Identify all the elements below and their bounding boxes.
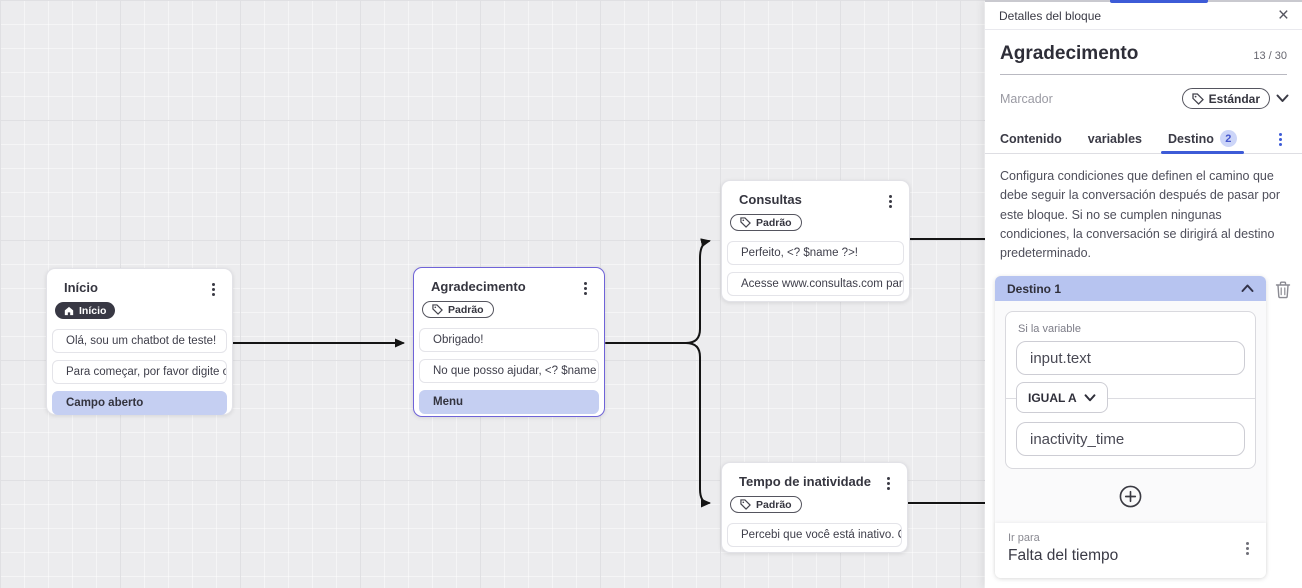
tab-variables[interactable]: variables xyxy=(1087,131,1143,146)
tag-icon xyxy=(740,499,751,510)
node-type-badge: Padrão xyxy=(730,214,802,231)
active-tab-indicator-fragment xyxy=(1110,0,1208,3)
flow-node-tempo-de-inatividade[interactable]: Tempo de inatividade Padrão Percebi que … xyxy=(721,462,908,553)
add-condition-button[interactable] xyxy=(1119,485,1142,513)
chevron-up-icon[interactable] xyxy=(1241,284,1254,293)
tag-icon xyxy=(1191,92,1204,105)
char-counter: 13 / 30 xyxy=(1253,50,1287,62)
node-menu-icon[interactable] xyxy=(881,475,895,491)
chevron-down-icon xyxy=(1084,394,1096,401)
goto-menu-icon[interactable] xyxy=(1240,540,1254,556)
marker-value: Estándar xyxy=(1208,91,1260,106)
goto-section: Ir para Falta del tiempo xyxy=(995,523,1266,579)
node-type-badge: Padrão xyxy=(730,496,802,513)
node-title: Tempo de inatividade xyxy=(739,474,871,489)
marker-value-pill[interactable]: Estándar xyxy=(1181,88,1270,109)
chevron-down-icon[interactable] xyxy=(1276,94,1289,103)
destination-group: Destino 1 Si la variable IGUAL A xyxy=(995,276,1266,579)
tag-icon xyxy=(740,217,751,228)
destination-header[interactable]: Destino 1 xyxy=(995,276,1266,302)
badge-label: Início xyxy=(79,304,107,317)
node-menu-icon[interactable] xyxy=(883,193,897,209)
plus-circle-icon xyxy=(1119,485,1142,508)
node-message[interactable]: Percebi que você está inativo. C... xyxy=(727,523,902,547)
panel-top-strip xyxy=(985,0,1302,3)
home-icon xyxy=(64,306,74,315)
node-title: Início xyxy=(64,280,98,295)
node-message[interactable]: Perfeito, <? $name ?>! xyxy=(727,241,904,265)
tag-icon xyxy=(432,304,443,315)
flow-node-consultas[interactable]: Consultas Padrão Perfeito, <? $name ?>! … xyxy=(721,180,910,302)
node-menu-icon[interactable] xyxy=(578,280,592,296)
node-action-item[interactable]: Campo aberto xyxy=(52,390,227,415)
marker-label: Marcador xyxy=(1000,91,1053,106)
node-menu-icon[interactable] xyxy=(206,281,220,297)
node-message[interactable]: Acesse www.consultas.com par... xyxy=(727,272,904,296)
node-type-badge: Início xyxy=(55,302,116,319)
badge-label: Padrão xyxy=(448,303,484,316)
tab-destino[interactable]: Destino 2 xyxy=(1161,124,1244,154)
goto-label: Ir para xyxy=(1008,532,1040,545)
wire-branch-consultas xyxy=(685,238,711,344)
flow-node-inicio[interactable]: Início Início Olá, sou um chatbot de tes… xyxy=(46,268,233,415)
destino-count-badge: 2 xyxy=(1219,130,1237,147)
goto-value[interactable]: Falta del tiempo xyxy=(1008,547,1119,565)
compare-value-input[interactable] xyxy=(1016,422,1245,457)
node-message[interactable]: Olá, sou um chatbot de teste! xyxy=(52,328,227,353)
condition-card: Si la variable IGUAL A xyxy=(1005,311,1256,470)
tabs-menu-icon[interactable] xyxy=(1273,131,1287,147)
tab-contenido[interactable]: Contenido xyxy=(1000,131,1062,146)
condition-label: Si la variable xyxy=(1018,323,1081,336)
delete-destination-button[interactable] xyxy=(1275,281,1291,304)
close-icon[interactable]: × xyxy=(1277,5,1289,26)
flow-node-agradecimento[interactable]: Agradecimento Padrão Obrigado! No que po… xyxy=(413,267,605,417)
destination-title: Destino 1 xyxy=(1007,281,1062,296)
operator-value: IGUAL A xyxy=(1028,390,1077,405)
node-message[interactable]: No que posso ajudar, <? $name ... xyxy=(419,359,599,383)
destino-description: Configura condiciones que definen el cam… xyxy=(1000,169,1281,260)
node-title: Agradecimento xyxy=(431,279,526,294)
badge-label: Padrão xyxy=(756,498,792,511)
node-title: Consultas xyxy=(739,192,802,207)
wire-branch-tempo xyxy=(685,342,711,508)
block-name-field[interactable]: Agradecimento xyxy=(1000,43,1139,64)
node-message[interactable]: Obrigado! xyxy=(419,328,599,352)
operator-select[interactable]: IGUAL A xyxy=(1016,382,1108,414)
panel-title: Detalles del bloque xyxy=(999,8,1102,23)
node-action-item[interactable]: Menu xyxy=(419,390,599,414)
trash-icon xyxy=(1275,281,1291,299)
variable-input[interactable] xyxy=(1016,341,1245,376)
node-type-badge: Padrão xyxy=(422,301,494,318)
node-message[interactable]: Para começar, por favor digite o ... xyxy=(52,359,227,384)
block-details-panel: Detalles del bloque × Agradecimento 13 /… xyxy=(985,0,1302,588)
badge-label: Padrão xyxy=(756,216,792,229)
